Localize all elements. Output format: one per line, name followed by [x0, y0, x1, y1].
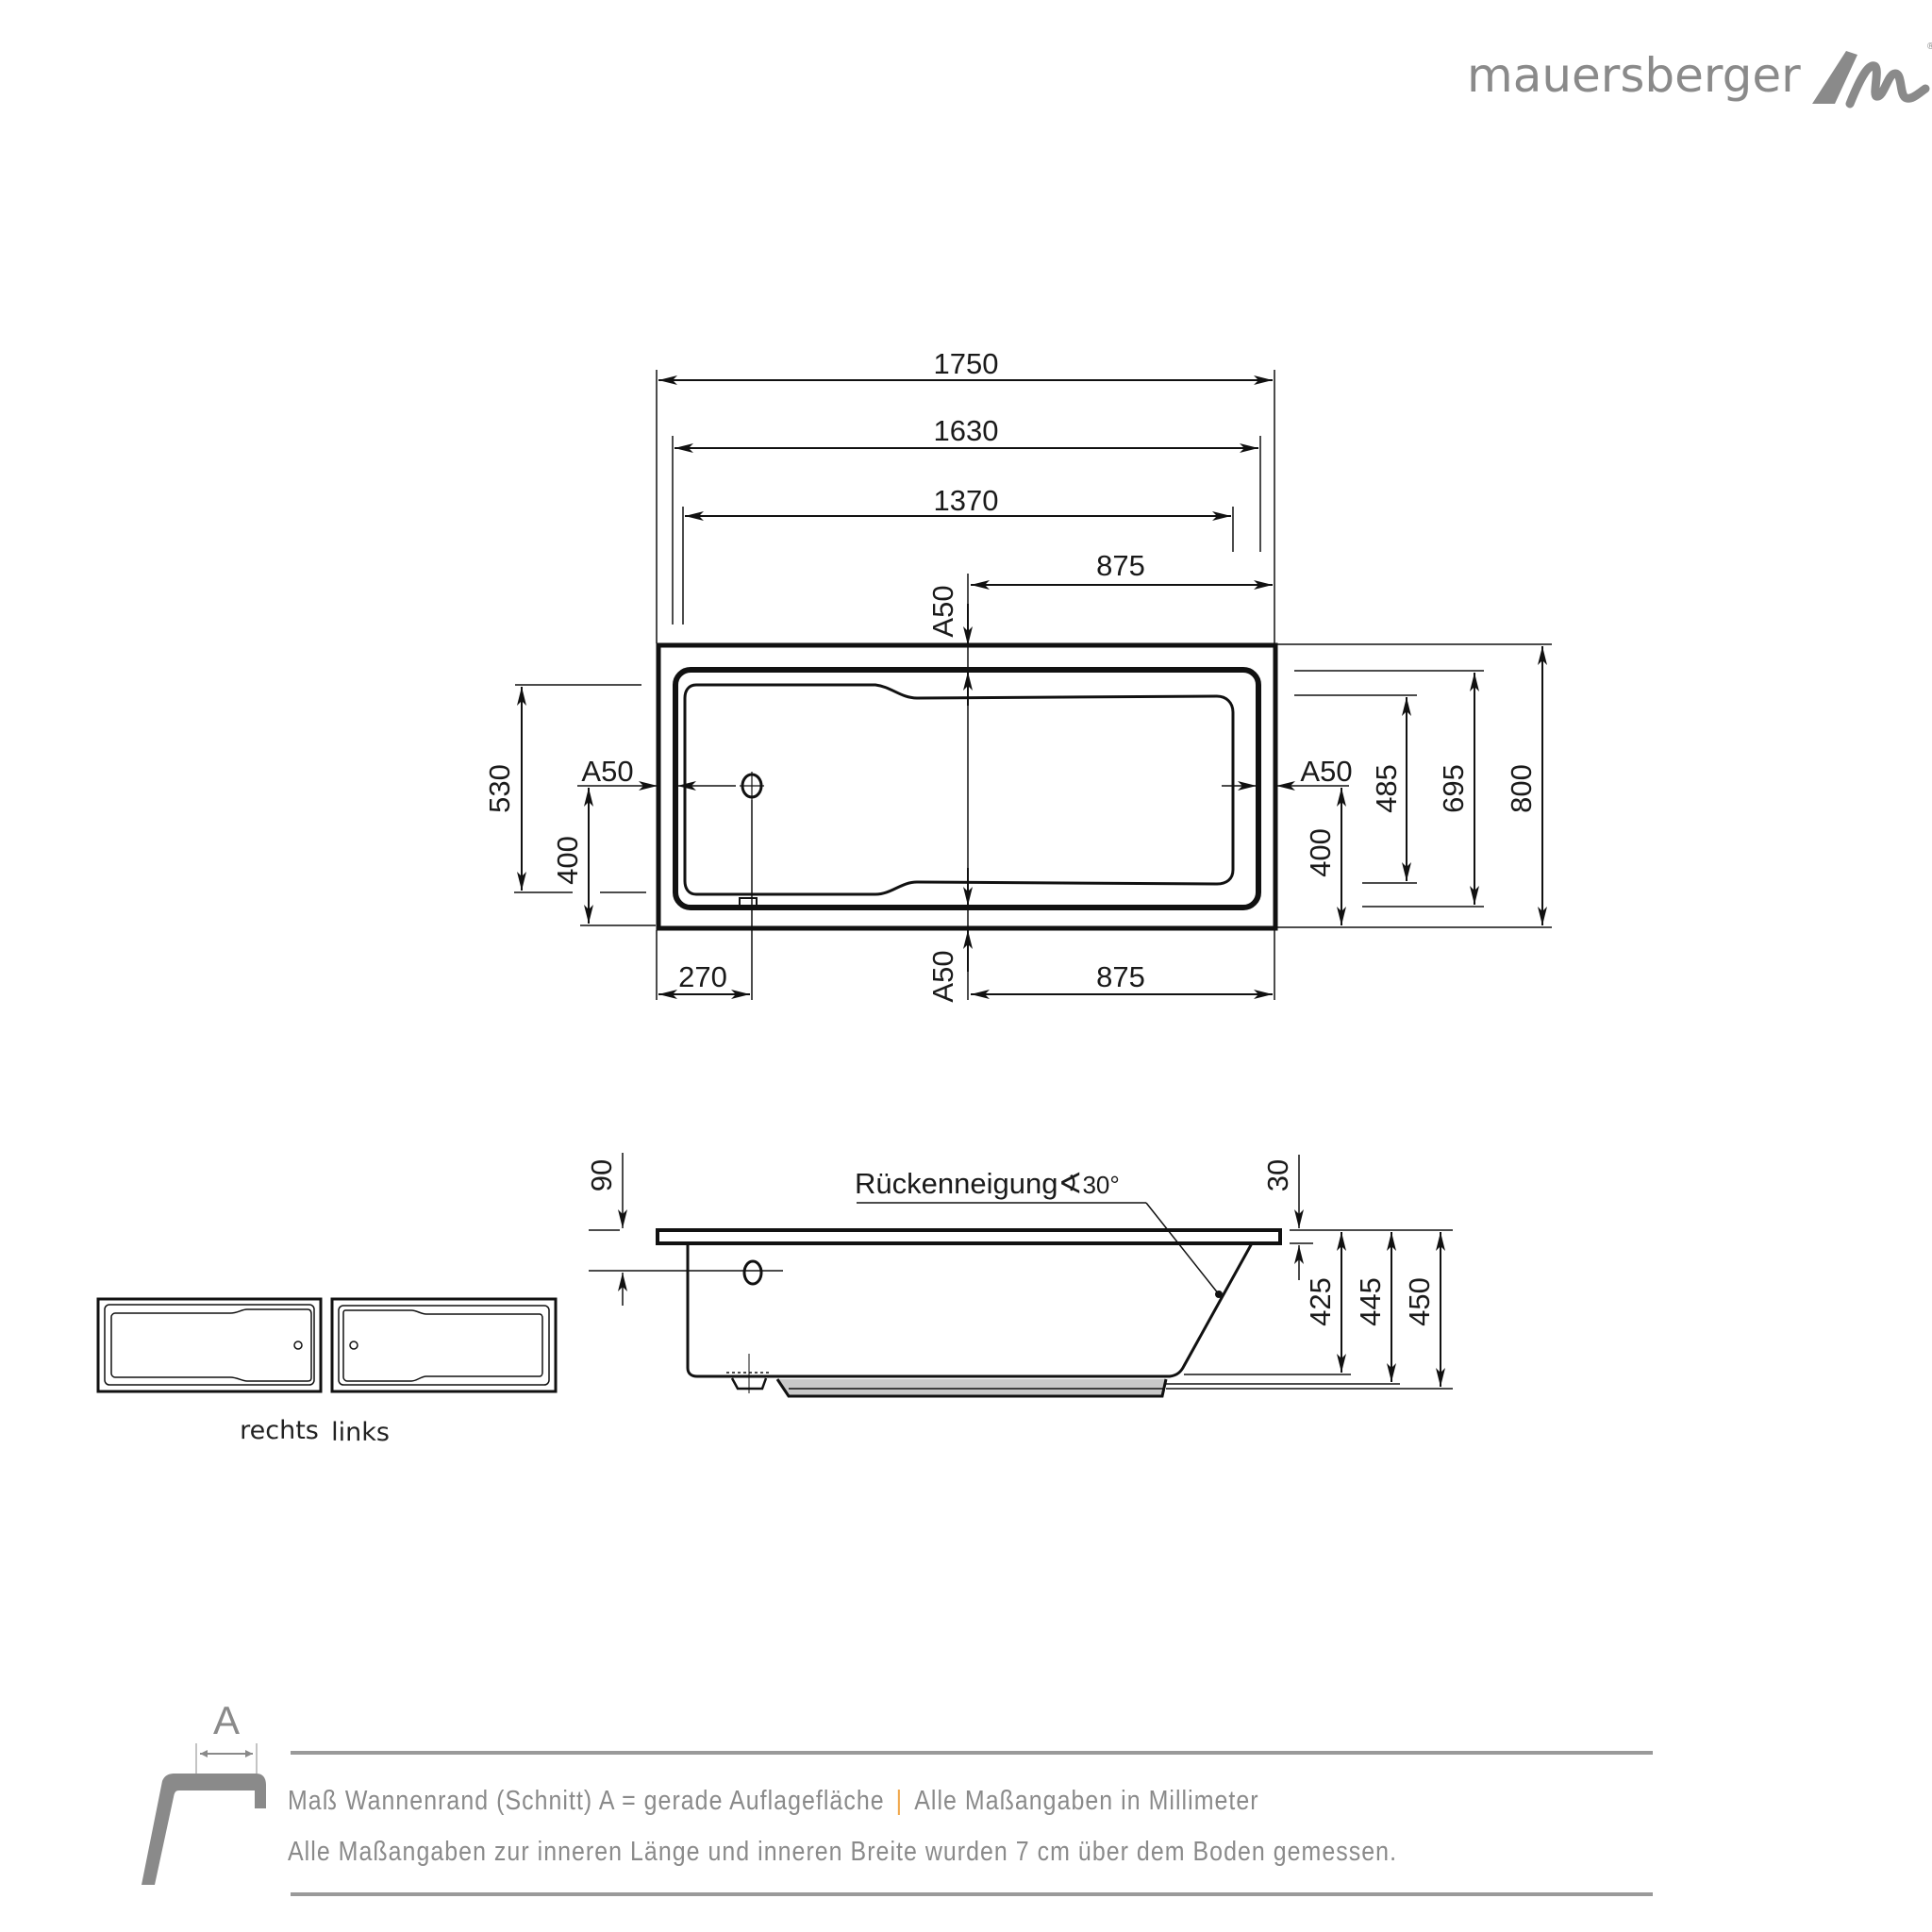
dim-right-695: 695: [1437, 764, 1470, 813]
dim-height-450: 450: [1403, 1277, 1436, 1326]
rim-label-top: A50: [926, 585, 959, 637]
rim-label-bottom: A50: [926, 950, 959, 1002]
brand-logo: mauersberger ®: [1467, 38, 1932, 113]
dim-height-445: 445: [1354, 1277, 1387, 1326]
dim-rim-30: 30: [1261, 1159, 1294, 1191]
variant-right: [96, 1297, 323, 1393]
dim-right-485: 485: [1370, 764, 1403, 813]
dim-drain-offset: 270: [678, 960, 727, 993]
variant-left-label: links: [331, 1418, 390, 1447]
brand-name: mauersberger: [1467, 48, 1801, 103]
angle-value: 30°: [1082, 1171, 1119, 1199]
legend-rim-note: Maß Wannenrand (Schnitt) A = gerade Aufl…: [288, 1786, 885, 1816]
legend-line-2: Alle Maßangaben zur inneren Länge und in…: [288, 1837, 1398, 1867]
registered-mark: ®: [1927, 42, 1932, 52]
backrest-angle-label: Rückenneigung∢30°: [855, 1167, 1120, 1200]
rim-section-icon: A: [142, 1698, 266, 1885]
legend-separator: |: [895, 1786, 904, 1816]
side-view: [589, 1153, 1453, 1398]
brand-mountain-icon: ®: [1811, 42, 1932, 108]
dim-right-800: 800: [1505, 764, 1538, 813]
footer-rule-top: [291, 1751, 1653, 1755]
footer-rule-bottom: [291, 1892, 1653, 1896]
dim-left-400: 400: [551, 836, 584, 885]
variant-left: [330, 1297, 558, 1393]
backrest-label-text: Rückenneigung: [855, 1167, 1058, 1200]
dim-height-425: 425: [1304, 1277, 1337, 1326]
dim-rim-inner-length: 1630: [934, 414, 999, 447]
rim-label-right: A50: [1300, 755, 1352, 788]
legend-line-1: Maß Wannenrand (Schnitt) A = gerade Aufl…: [288, 1786, 1259, 1817]
rim-label-left: A50: [581, 755, 633, 788]
dim-right-400: 400: [1304, 828, 1337, 877]
variant-right-label: rechts: [240, 1416, 319, 1445]
dim-overflow-90: 90: [585, 1159, 618, 1191]
dim-left-530: 530: [483, 764, 516, 813]
angle-icon: ∢: [1058, 1167, 1082, 1200]
legend-units-note: Alle Maßangaben in Millimeter: [914, 1786, 1259, 1816]
dim-half-length-bottom: 875: [1096, 960, 1145, 993]
dim-inner-length: 1370: [934, 484, 999, 517]
dim-outer-length: 1750: [934, 347, 999, 380]
rim-symbol-label: A: [213, 1698, 240, 1742]
top-view: [514, 370, 1552, 1000]
dim-half-length-top: 875: [1096, 549, 1145, 582]
